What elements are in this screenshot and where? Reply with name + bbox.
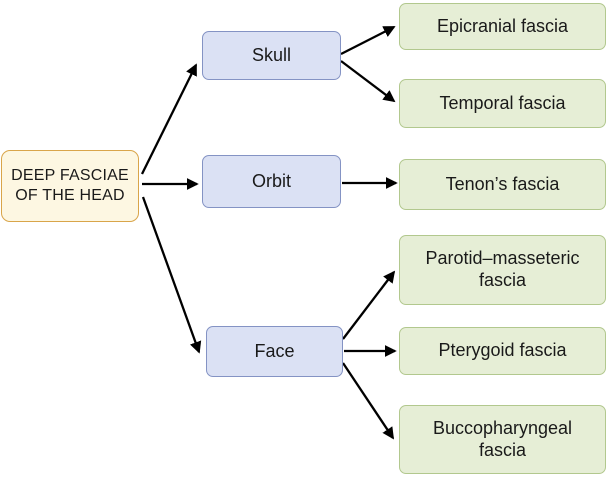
arrow-root-skull bbox=[140, 63, 198, 175]
node-skull-label: Skull bbox=[251, 44, 291, 65]
node-pterygoid-fascia: Pterygoid fascia bbox=[399, 327, 606, 375]
node-epicranial-fascia-label: Epicranial fascia bbox=[436, 15, 569, 36]
node-deep-fasciae-of-the-head: DEEP FASCIAE OF THE HEAD bbox=[1, 150, 139, 222]
arrow-root-face bbox=[141, 196, 202, 354]
node-parotid-masseteric-fascia-label: Parotid–masseteric fascia bbox=[425, 248, 580, 290]
node-orbit-label: Orbit bbox=[251, 170, 291, 191]
node-parotid-masseteric-fascia: Parotid–masseteric fascia bbox=[399, 235, 606, 305]
node-tenons-fascia-label: Tenon’s fascia bbox=[445, 173, 560, 194]
node-orbit: Orbit bbox=[202, 155, 341, 208]
node-deep-fasciae-of-the-head-label: DEEP FASCIAE OF THE HEAD bbox=[11, 167, 129, 204]
node-epicranial-fascia: Epicranial fascia bbox=[399, 3, 606, 50]
node-face: Face bbox=[206, 326, 343, 377]
node-tenons-fascia: Tenon’s fascia bbox=[399, 159, 606, 210]
node-skull: Skull bbox=[202, 31, 341, 80]
node-pterygoid-fascia-label: Pterygoid fascia bbox=[438, 340, 567, 361]
arrow-skull-temporal bbox=[340, 60, 396, 103]
node-face-label: Face bbox=[254, 340, 295, 361]
node-temporal-fascia: Temporal fascia bbox=[399, 79, 606, 128]
arrow-face-buccopharyngeal bbox=[342, 362, 394, 440]
arrow-face-parotid bbox=[342, 270, 396, 340]
node-buccopharyngeal-fascia: Buccopharyngeal fascia bbox=[399, 405, 606, 474]
node-buccopharyngeal-fascia-label: Buccopharyngeal fascia bbox=[432, 417, 573, 460]
node-temporal-fascia-label: Temporal fascia bbox=[439, 92, 566, 113]
arrow-skull-epicranial bbox=[340, 25, 396, 56]
